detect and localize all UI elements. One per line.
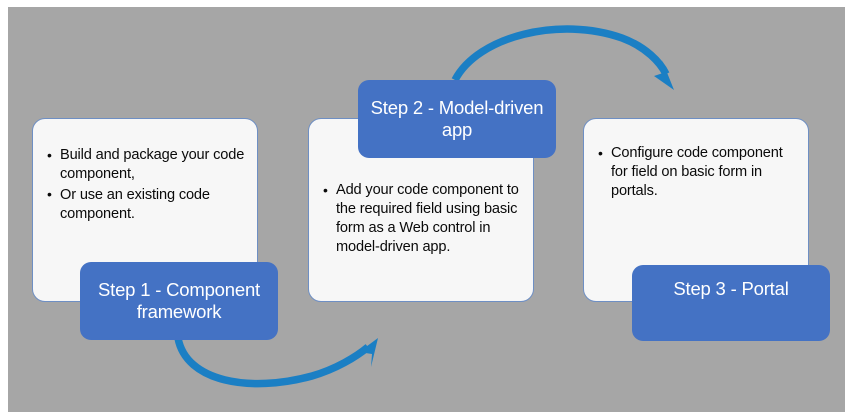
step-label-3: Step 3 - Portal	[632, 265, 830, 341]
list-item: Build and package your code component,	[47, 146, 247, 184]
step-label-2-text: Step 2 - Model-driven app	[370, 96, 544, 140]
step-2-bullet-list: Add your code component to the required …	[323, 181, 523, 259]
list-item: Add your code component to the required …	[323, 181, 523, 257]
step-label-2: Step 2 - Model-driven app	[358, 80, 556, 158]
step-label-1: Step 1 - Component framework	[80, 262, 278, 340]
arrow-step1-to-step2	[174, 337, 378, 388]
list-item: Configure code component for field on ba…	[598, 144, 798, 201]
list-item: Or use an existing code component.	[47, 185, 247, 224]
step-label-1-text: Step 1 - Component framework	[98, 278, 260, 322]
step-label-3-text: Step 3 - Portal	[673, 278, 789, 299]
step-1-bullet-list: Build and package your code component, O…	[47, 146, 247, 226]
arrow-step2-to-step3	[451, 25, 674, 90]
step-3-bullet-list: Configure code component for field on ba…	[598, 144, 798, 203]
